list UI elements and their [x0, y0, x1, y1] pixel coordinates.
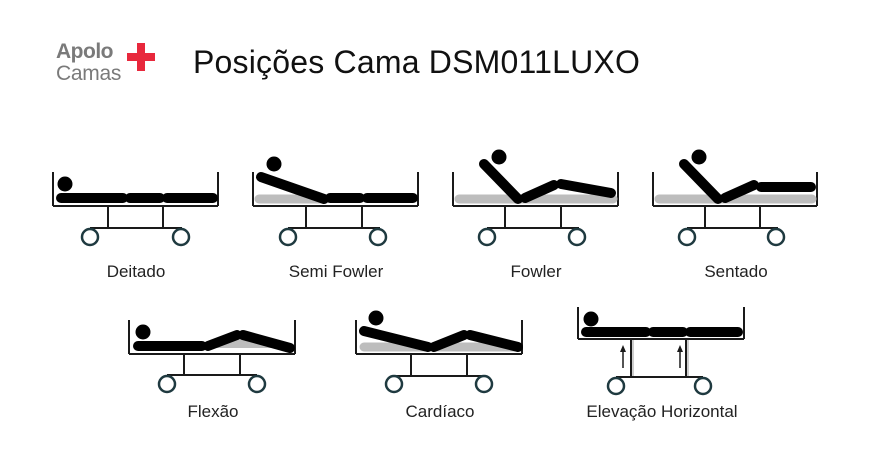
position-label: Semi Fowler [288, 262, 384, 281]
bed-deitado-icon [52, 172, 219, 247]
position-cardiaco: Cardíaco [354, 310, 526, 430]
bed-sentado-icon [652, 149, 818, 247]
apolo-camas-logo: Apolo Camas [56, 40, 166, 88]
position-fowler: Fowler [450, 149, 622, 290]
page-title: Posições Cama DSM011LUXO [193, 44, 641, 80]
bed-elevacao-horizontal-icon [577, 307, 745, 396]
position-label: Fowler [510, 262, 562, 281]
position-label: Sentado [704, 262, 768, 281]
medical-cross-icon [127, 43, 155, 71]
logo-text-camas: Camas [56, 62, 122, 85]
position-semi-fowler: Semi Fowler [250, 156, 422, 290]
position-sentado: Sentado [650, 149, 822, 290]
bed-semi-fowler-icon [252, 156, 419, 247]
logo-text-apolo: Apolo [56, 40, 113, 63]
position-flexao: Flexão [127, 320, 299, 430]
position-elevacao-horizontal: Elevação Horizontal [576, 305, 748, 430]
bed-cardiaco-icon [355, 310, 523, 394]
position-deitado: Deitado [50, 160, 222, 290]
arrow-up-icon [677, 345, 683, 368]
position-label: Elevação Horizontal [586, 402, 738, 421]
bed-fowler-icon [452, 149, 619, 247]
position-label: Deitado [106, 262, 166, 281]
position-label: Cardíaco [405, 402, 475, 421]
position-label: Flexão [187, 402, 239, 421]
bed-flexao-icon [128, 320, 296, 394]
arrow-up-icon [620, 345, 626, 368]
